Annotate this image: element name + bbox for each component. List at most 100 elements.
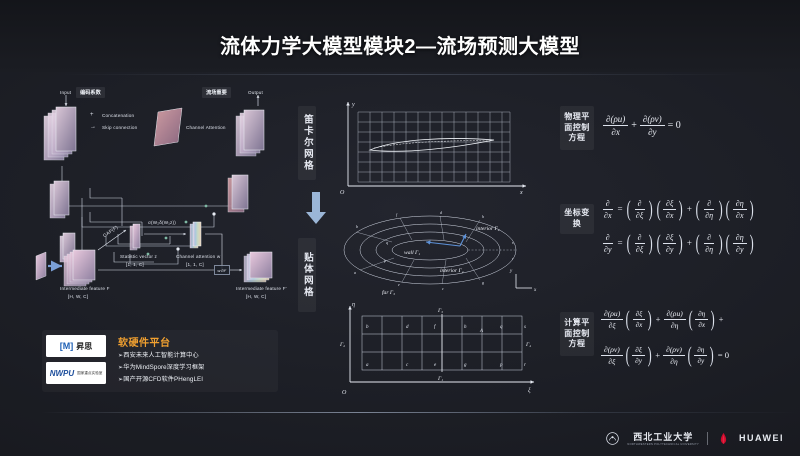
slide-header-bar — [0, 0, 800, 72]
physical-plane-equation-chip: 物理平面控制方程 — [560, 106, 594, 150]
svg-text:y: y — [509, 269, 513, 274]
svg-text:y: y — [351, 102, 355, 108]
eq3l2-b-den: ∂y — [635, 356, 642, 365]
eq1-tail: = 0 — [667, 120, 681, 131]
svg-text:O: O — [342, 390, 347, 396]
svg-text:s: s — [512, 240, 514, 245]
eq1-op1: + — [631, 120, 637, 131]
svg-text:h: h — [464, 325, 467, 330]
eq2l2-eq: = — [617, 238, 623, 248]
eq3l2-c-num: ∂(ρv) — [663, 345, 685, 356]
svg-text:x: x — [533, 288, 537, 293]
nwpu-lab-logo: NWPU 国家重点实验室 — [46, 362, 106, 384]
eq2l1-eq: = — [617, 204, 623, 214]
eq3l1-tail: + — [718, 314, 724, 324]
page-title: 流体力学大模型模块2—流场预测大模型 — [219, 36, 581, 58]
eq3l1-e-den: ∂x — [698, 320, 706, 329]
output-feature-label: Intermediate feature F' — [236, 286, 287, 291]
eq3l2-e-den: ∂y — [697, 356, 705, 365]
svg-text:interior Γ₂: interior Γ₂ — [476, 226, 500, 232]
legend-concatenation-label: Concatenation — [102, 113, 135, 118]
svg-text:p: p — [499, 363, 503, 368]
eq3l2-op1: + — [655, 350, 661, 360]
svg-text:O: O — [340, 190, 345, 196]
eq2l2-e-num: ∂η — [732, 233, 747, 244]
svg-text:f: f — [396, 212, 398, 217]
eq2l1-e-den: ∂x — [736, 210, 744, 220]
cartesian-grid-chip: 笛卡尔网格 — [298, 106, 316, 180]
down-arrow-icon — [306, 192, 326, 224]
svg-text:c: c — [406, 363, 409, 368]
channel-attention-w-dims: [1, 1, C] — [186, 262, 204, 267]
eq2l2-lhs-num: ∂ — [602, 233, 613, 244]
platform-item-2: ➢国产开源CFD软件PHengLEI — [118, 376, 204, 383]
eq3l2-a-den: ∂ξ — [608, 356, 616, 366]
platform-item-0: ➢西安未来人工智能计算中心 — [118, 352, 199, 359]
computational-plane-line-2: ∂(ρv) ∂ξ ( ∂ξ ∂y ) + ∂(ρv) ∂η ( ∂η ∂y ) … — [600, 342, 731, 368]
eq2l2-c-num: ∂ — [704, 233, 715, 244]
svg-text:d: d — [406, 325, 409, 330]
intermediate-feature-label: Intermediate feature F — [60, 286, 110, 291]
svg-text:g: g — [464, 363, 467, 368]
equations-panel: 物理平面控制方程 ∂(ρu) ∂x + ∂(ρv) ∂y = 0 坐标变换 ∂ … — [560, 100, 788, 412]
eq2l2-a-num: ∂ — [634, 233, 645, 244]
svg-text:ξ: ξ — [528, 387, 531, 394]
mindspore-logo: [M] 昇思 — [46, 335, 106, 357]
svg-text:c: c — [442, 286, 444, 291]
svg-text:g: g — [482, 280, 484, 285]
svg-text:a: a — [366, 363, 369, 368]
university-name-en: NORTHWESTERN POLYTECHNICAL UNIVERSITY — [627, 443, 699, 446]
huawei-logo-icon — [720, 432, 727, 444]
platform-panel: [M] 昇思 NWPU 国家重点实验室 软硬件平台 ➢西安未来人工智能计算中心 … — [42, 330, 278, 392]
channel-attention-detail-svg — [35, 221, 273, 287]
output-feature-dims: [H, W, C] — [246, 294, 267, 299]
svg-text:b: b — [356, 224, 358, 229]
eq3l1-b-num: ∂ξ — [632, 310, 646, 320]
header-divider — [60, 74, 740, 75]
eq3l2-a-num: ∂(ρv) — [601, 345, 623, 356]
svg-text:η: η — [352, 302, 355, 308]
svg-text:d: d — [440, 210, 443, 215]
net-output-label: Output — [248, 90, 263, 95]
statistic-vector-dims: [1, 1, C] — [126, 262, 144, 267]
physical-plane-equation-chip-text: 物理平面控制方程 — [564, 111, 590, 143]
university-name: 西北工业大学 — [633, 432, 694, 442]
svg-text:x: x — [519, 190, 523, 196]
eq2l1-c-den: ∂η — [705, 210, 714, 220]
eq1-num2: ∂(ρv) — [639, 114, 665, 126]
eq3l1-b-den: ∂x — [635, 320, 643, 329]
svg-text:p: p — [383, 258, 386, 263]
svg-text:h: h — [482, 214, 484, 219]
intermediate-feature-dims: [H, W, C] — [68, 294, 89, 299]
mindspore-logo-mark: [M] — [59, 341, 74, 351]
sigmoid-op-label: σ(W₂δ(W₁z)) — [148, 220, 177, 225]
eq3l2-e-num: ∂η — [694, 346, 708, 356]
platform-item-1: ➢华为MindSpore深度学习框架 — [118, 364, 205, 371]
svg-text:Γ₄: Γ₄ — [525, 342, 531, 348]
eq2l1-lhs-num: ∂ — [602, 199, 613, 210]
scale-op-label: w⊙F — [214, 265, 230, 275]
footer-separator — [707, 431, 708, 445]
svg-text:r: r — [512, 256, 514, 261]
eq3l1-a-num: ∂(ρu) — [601, 309, 624, 320]
ogrid-figure: y x ba fe dc hg qp sr wall Γ₁ far Γ₃ int… — [343, 210, 537, 296]
university-emblem-icon — [606, 431, 620, 445]
eq2l1-b-num: ∂ξ — [663, 199, 677, 210]
partner-name: HUAWEI — [739, 433, 784, 443]
grid-transformation-panel: 笛卡尔网格 — [296, 92, 562, 410]
eq2l1-op: + — [686, 204, 692, 214]
svg-text:Γ₂: Γ₂ — [339, 342, 345, 348]
net-input-label: Input — [60, 90, 72, 95]
eq3l2-tail: = 0 — [717, 350, 729, 360]
eq3l1-c-num: ∂(ρu) — [663, 309, 686, 320]
footer-divider — [40, 412, 800, 413]
cartesian-grid-figure: y x O — [340, 102, 526, 196]
nwpu-lab-logo-sub: 国家重点实验室 — [77, 370, 103, 375]
channel-attention-w-label: Channel attention w — [176, 254, 221, 259]
svg-text:b: b — [366, 325, 369, 330]
coordinate-transform-chip: 坐标变换 — [560, 204, 594, 234]
eq2l1-e-num: ∂η — [732, 199, 747, 210]
svg-text:f: f — [434, 325, 436, 330]
eq2l2-op: + — [686, 238, 692, 248]
